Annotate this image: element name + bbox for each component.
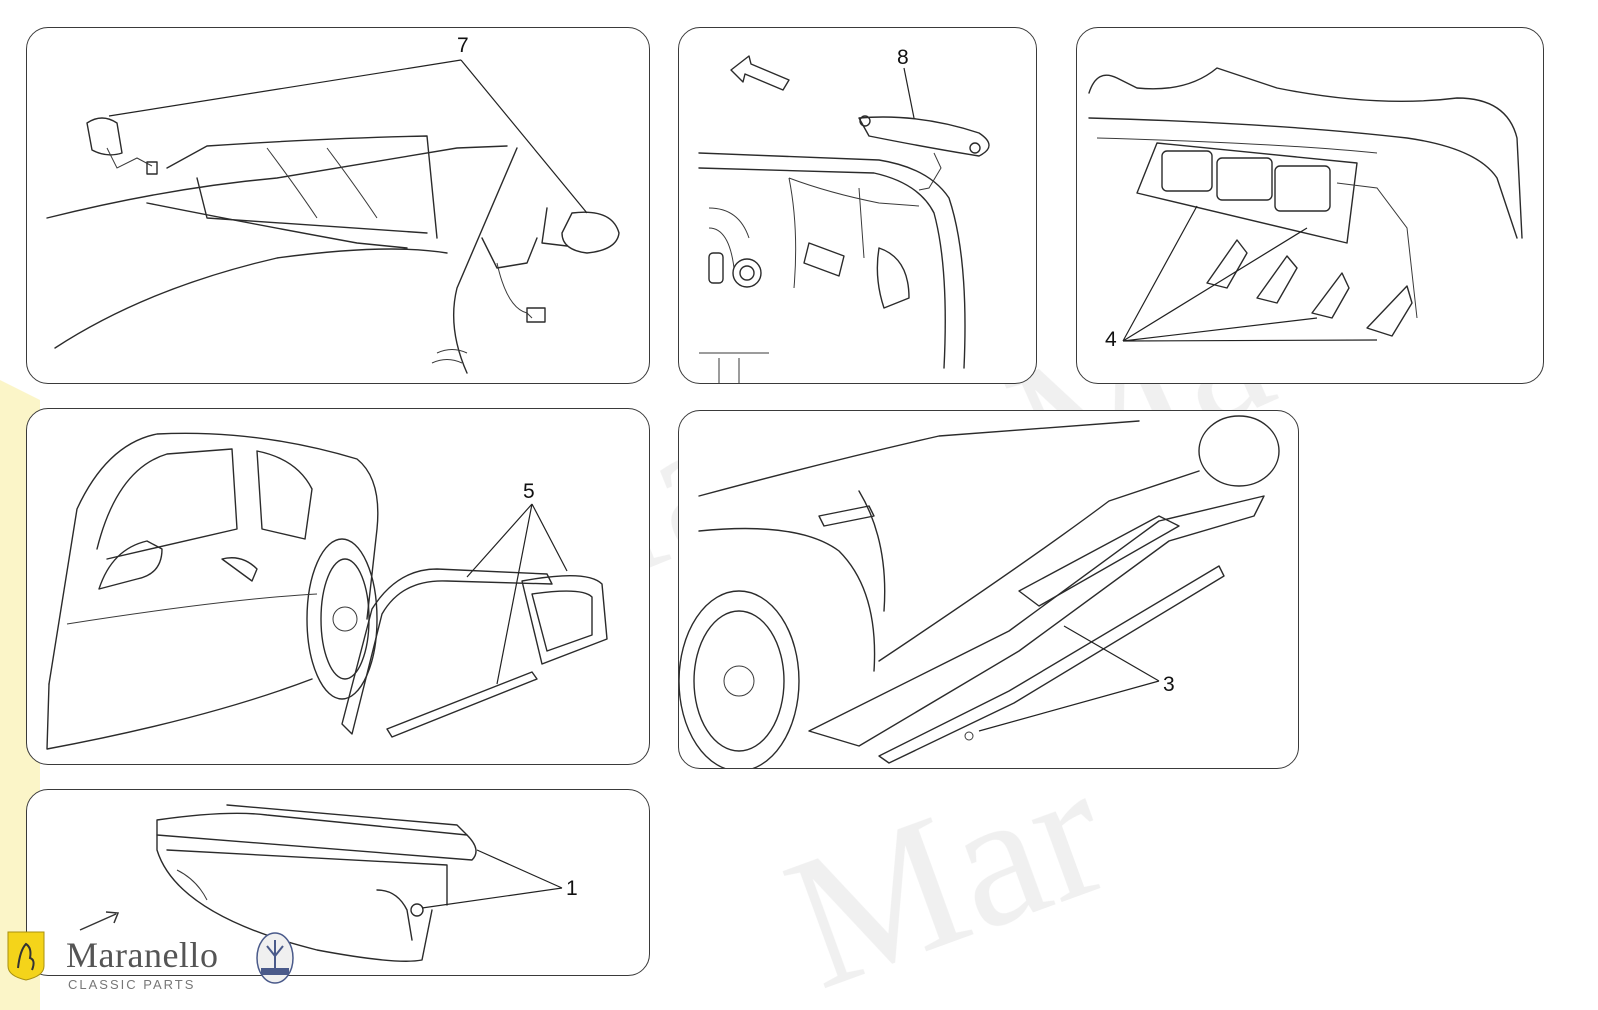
door-seals-drawing <box>46 432 608 750</box>
callout-4: 4 <box>1105 328 1117 351</box>
callout-8: 8 <box>897 46 909 69</box>
callout-7: 7 <box>457 34 469 57</box>
callout-3: 3 <box>1163 673 1175 696</box>
panel-boot-lid <box>26 789 650 976</box>
diffuser-drawing <box>1088 67 1523 342</box>
panel-diffuser <box>1076 27 1544 384</box>
callout-1: 1 <box>566 877 578 900</box>
panel-door-seals <box>26 408 650 765</box>
callout-5: 5 <box>523 480 535 503</box>
panel-boot-lock <box>678 27 1037 384</box>
panel-side-skirts <box>678 410 1299 769</box>
boot-lid-drawing <box>156 804 563 962</box>
ferrari-shield-icon <box>7 931 45 981</box>
boot-lock-drawing <box>698 55 990 383</box>
mirrors-drawing <box>46 59 620 374</box>
brand-logo: Maranello CLASSIC PARTS <box>6 911 306 1006</box>
panel-mirrors <box>26 27 650 384</box>
side-skirts-drawing <box>679 415 1280 768</box>
arrow-icon <box>79 911 120 931</box>
brand-name: Maranello <box>66 935 219 975</box>
brand-sub: CLASSIC PARTS <box>68 977 196 992</box>
maserati-emblem-icon <box>256 932 294 984</box>
